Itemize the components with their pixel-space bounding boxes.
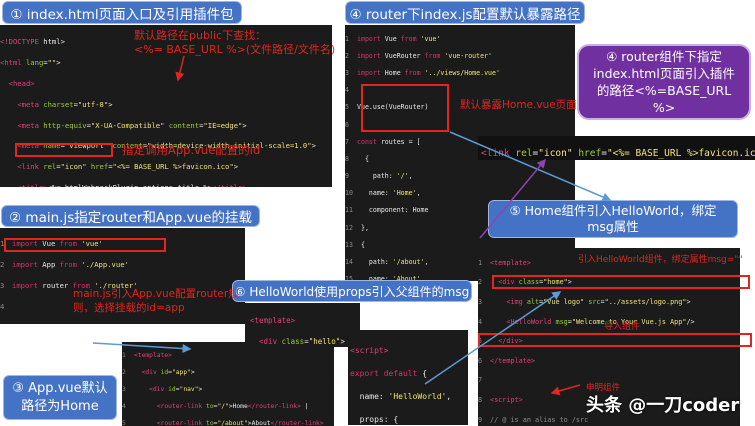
link-icon-snippet: <link rel="icon" href="<%= BASE_URL %>fa… (478, 136, 755, 160)
step5-banner: ⑤ Home组件引入HelloWorld，绑定msg属性 (488, 200, 738, 238)
public-lookup-note: 默认路径在public下查找： <%= BASE_URL %>(文件路径/文件名… (134, 29, 336, 56)
index-html-code-panel: <!DOCTYPE html> <html lang=""> <head> <m… (0, 25, 332, 187)
step4b-callout: ④ router组件下指定index.html页面引入插件的路径<%=BASE_… (577, 44, 751, 120)
step6-banner: ⑥ HelloWorld使用props引入父组件的msg (232, 280, 472, 302)
step3-banner: ③ App.vue默认 路径为Home (3, 375, 117, 420)
step2-banner: ② main.js指定router和App.vue的挂载 (1, 205, 260, 227)
helloworld-template-panel: <template> <div class="hello"> <h1>{{ ms… (245, 303, 360, 347)
home-expose-note: 默认暴露Home.vue页面 (460, 99, 577, 111)
app-id-note: 指定调用App.vue配置的id (122, 143, 261, 157)
helloworld-script-panel: <script> export default { name: 'HelloWo… (348, 330, 468, 425)
step4-banner: ④ router下index.js配置默认暴露路径 (345, 1, 585, 24)
watermark: 头条 @一刀coder (586, 395, 740, 416)
mainjs-note: main.js引入App.vue配置router规 则，选择挂载的id=app (73, 288, 239, 314)
step1-banner: ① index.html页面入口及引用插件包 (2, 1, 242, 24)
app-vue-code-panel: 1<template> 2 <div id="app"> 3 <div id="… (122, 342, 334, 426)
highlight-import-helloworld (478, 333, 752, 347)
highlight-import-app (4, 238, 166, 252)
import-comp-note: 导入组件 (604, 322, 641, 332)
highlight-helloworld-tag (492, 275, 750, 289)
hello-bind-note: 引入HelloWorld组件，绑定属性msg="" (578, 255, 743, 265)
highlight-home-route (361, 84, 449, 132)
declare-comp-note: 申明组件 (586, 383, 621, 393)
highlight-div-app (15, 143, 113, 157)
